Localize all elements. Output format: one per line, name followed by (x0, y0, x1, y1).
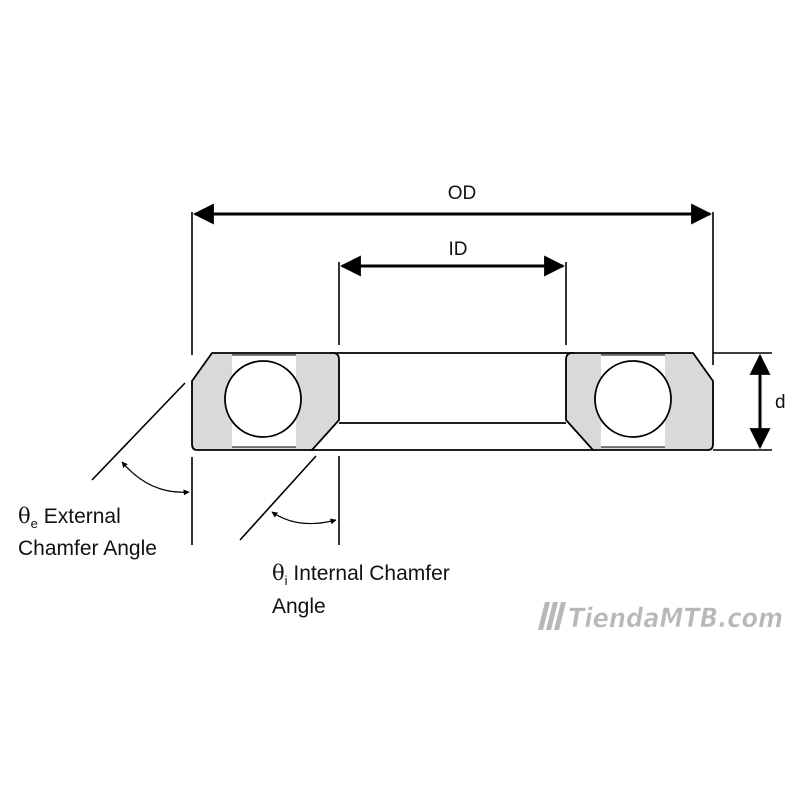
internal-label-line1: Internal Chamfer (288, 562, 450, 585)
watermark-logo: TiendaMTB.com (538, 602, 783, 634)
id-dimension: ID (338, 239, 567, 345)
svg-text:θi Internal Chamfer: θi Internal Chamfer (272, 561, 450, 588)
width-dimension: d (713, 352, 786, 451)
id-label: ID (449, 239, 468, 260)
external-theta-subscript: e (31, 516, 38, 531)
svg-text:θe External: θe External (18, 504, 121, 531)
external-label-line1: External (38, 505, 121, 528)
od-dimension: OD (191, 183, 714, 365)
right-ball (594, 360, 672, 438)
watermark-text: TiendaMTB.com (568, 603, 783, 634)
internal-label-line2: Angle (272, 595, 326, 618)
left-ball (224, 360, 302, 438)
internal-chamfer-construction (239, 455, 340, 545)
internal-theta-subscript: i (285, 573, 288, 588)
internal-theta-symbol: θ (272, 561, 285, 585)
internal-chamfer-line (239, 455, 317, 541)
internal-angle-arc (271, 511, 337, 525)
od-label: OD (448, 183, 477, 204)
external-chamfer-line (91, 382, 186, 481)
external-chamfer-construction (91, 382, 193, 545)
internal-chamfer-label: θi Internal Chamfer Angle (272, 561, 450, 618)
watermark-stripes (538, 602, 566, 630)
d-label: d (775, 392, 786, 413)
external-label-line2: Chamfer Angle (18, 537, 157, 560)
external-chamfer-label: θe External Chamfer Angle (18, 504, 157, 560)
bearing-section (191, 352, 714, 451)
external-angle-arc (121, 461, 190, 496)
external-theta-symbol: θ (18, 504, 31, 528)
